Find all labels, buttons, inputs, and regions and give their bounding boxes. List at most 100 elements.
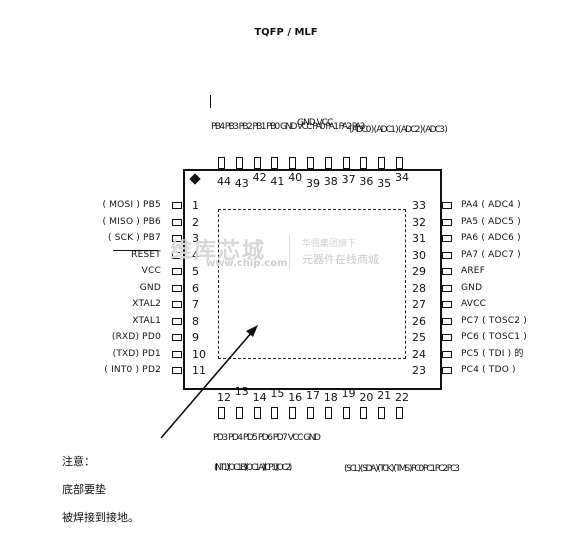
pin-number: 32: [412, 215, 426, 229]
watermark-logo: 维库芯城: [170, 239, 267, 264]
diagram-title: TQFP / MLF: [254, 27, 318, 38]
reset-overbar: [113, 250, 158, 251]
top-pin-labels-power: GND VCC: [297, 118, 333, 128]
pin-label: GND: [139, 282, 161, 293]
pin-label: RESET: [131, 249, 161, 260]
pin-lead: [218, 157, 225, 169]
note-line-2: 被焊接到接地。: [62, 511, 139, 524]
pin-label: XTAL2: [132, 299, 161, 309]
pin-lead: [442, 350, 452, 358]
pin-number: 10: [192, 347, 206, 361]
note-block: 注意： 底部要垫 被焊接到接地。: [62, 441, 139, 539]
marker-tick: [210, 95, 211, 108]
pin-lead: [172, 350, 182, 358]
pin-number: 19: [341, 387, 356, 400]
watermark-tagline: 华强集团旗下: [302, 239, 357, 249]
pointer-arrow: [160, 325, 258, 439]
pin-label: (TXD) PD1: [112, 348, 161, 359]
pin-number: 13: [234, 385, 249, 398]
bottom-pin-labels-functions: (INT1)(OC1B)(OC1A)(ICP1)(OC2): [214, 463, 292, 473]
pin-label: PA7 ( ADC7 ): [461, 249, 521, 260]
pin-lead: [442, 218, 452, 226]
pin-number: 21: [377, 389, 392, 402]
pin-number: 34: [395, 171, 409, 184]
pin-number: 43: [234, 177, 249, 190]
pin-label: PC5 ( TDI ) 的: [461, 348, 524, 359]
pin-lead: [442, 235, 452, 242]
pin-number: 41: [270, 175, 285, 188]
pin-number: 28: [412, 281, 426, 295]
pin-lead: [342, 157, 350, 169]
pin-lead: [172, 202, 182, 209]
pin-lead: [442, 284, 452, 292]
pin-number: 6: [192, 281, 199, 295]
pin-label: ( SCK ) PB7: [107, 233, 161, 243]
pin-number: 33: [412, 199, 426, 212]
pin-label: ( INT0 ) PD2: [104, 365, 161, 375]
pin-label: XTAL1: [132, 315, 161, 326]
pin-number: 11: [192, 364, 206, 377]
pin-lead: [378, 157, 386, 169]
pin-lead: [172, 268, 182, 275]
pin-lead: [253, 157, 261, 169]
top-pin-labels-adc: ( ADC0 ) ( ADC1 ) ( ADC2 ) ( ADC3 ): [349, 125, 448, 135]
pin-number: 5: [192, 265, 199, 278]
pin-lead: [235, 157, 243, 169]
pin-lead: [360, 157, 368, 169]
pin-lead: [324, 157, 332, 169]
pin-label: PC6 ( TOSC1 ): [461, 332, 527, 342]
top-pin-labels: PB4 PB3 PB2 PB1 PB0 GND VCC PA0 PA1 PA2 …: [211, 122, 365, 132]
pin-label: AVCC: [461, 299, 487, 309]
pin-label: ( MOSI ) PB5: [102, 200, 161, 210]
pin-lead: [172, 251, 182, 259]
pin-number: 2: [192, 215, 199, 229]
pin-lead: [307, 407, 314, 419]
pin-number: 8: [192, 314, 199, 328]
exposed-pad: [218, 209, 406, 359]
pin-number: 18: [323, 391, 338, 404]
pin-lead: [172, 284, 182, 292]
pin-number: 24: [412, 347, 426, 361]
pin-lead: [172, 235, 182, 242]
pin-lead: [172, 301, 182, 308]
pin-number: 44: [217, 175, 231, 188]
watermark-url: www.chip.com: [206, 258, 288, 269]
pin-number: 37: [341, 173, 356, 186]
pin-number: 16: [288, 391, 303, 404]
pin-lead: [378, 407, 386, 419]
pin-lead: [396, 407, 403, 419]
pin-number: 35: [377, 177, 392, 190]
pin-lead: [442, 317, 452, 325]
pin-label: GND: [461, 282, 483, 293]
pin-label: PC4 ( TDO ): [461, 365, 516, 375]
pin-lead: [218, 407, 225, 419]
pin-number: 3: [192, 232, 199, 245]
pin-lead: [442, 334, 452, 341]
pin-lead: [235, 407, 243, 419]
watermark-tagline-2: 元器件在线商城: [302, 253, 379, 266]
pin-lead: [289, 157, 297, 169]
pin-lead: [442, 202, 452, 209]
pin-lead: [172, 218, 182, 226]
pin-label: PC7 ( TOSC2 ): [461, 315, 527, 326]
pin-lead: [396, 157, 403, 169]
pin-number: 26: [412, 314, 426, 328]
pin-number: 23: [412, 364, 426, 377]
chip-body: [183, 169, 442, 390]
pin-lead: [442, 251, 452, 259]
bottom-pin-labels-jtag: ( SCL ) ( SDA ) ( TCK ) ( TMS ) PC0 PC1 …: [344, 464, 460, 474]
pin-label: (RXD) PD0: [111, 332, 161, 342]
pin-number: 7: [192, 298, 199, 311]
pin-number: 12: [217, 391, 231, 404]
pin-label: PA4 ( ADC4 ): [461, 200, 521, 210]
pin-lead: [172, 367, 182, 374]
note-line-1: 底部要垫: [62, 483, 106, 496]
pin-number: 29: [412, 265, 426, 278]
note-heading: 注意：: [62, 455, 95, 468]
pin-label: ( MISO ) PB6: [102, 216, 161, 227]
pin-number: 25: [412, 331, 426, 344]
pin-lead: [442, 268, 452, 275]
bottom-pin-labels: PD3 PD4 PD5 PD6 PD7 VCC GND: [213, 433, 321, 443]
pin-lead: [442, 301, 452, 308]
pin-lead: [307, 157, 314, 169]
